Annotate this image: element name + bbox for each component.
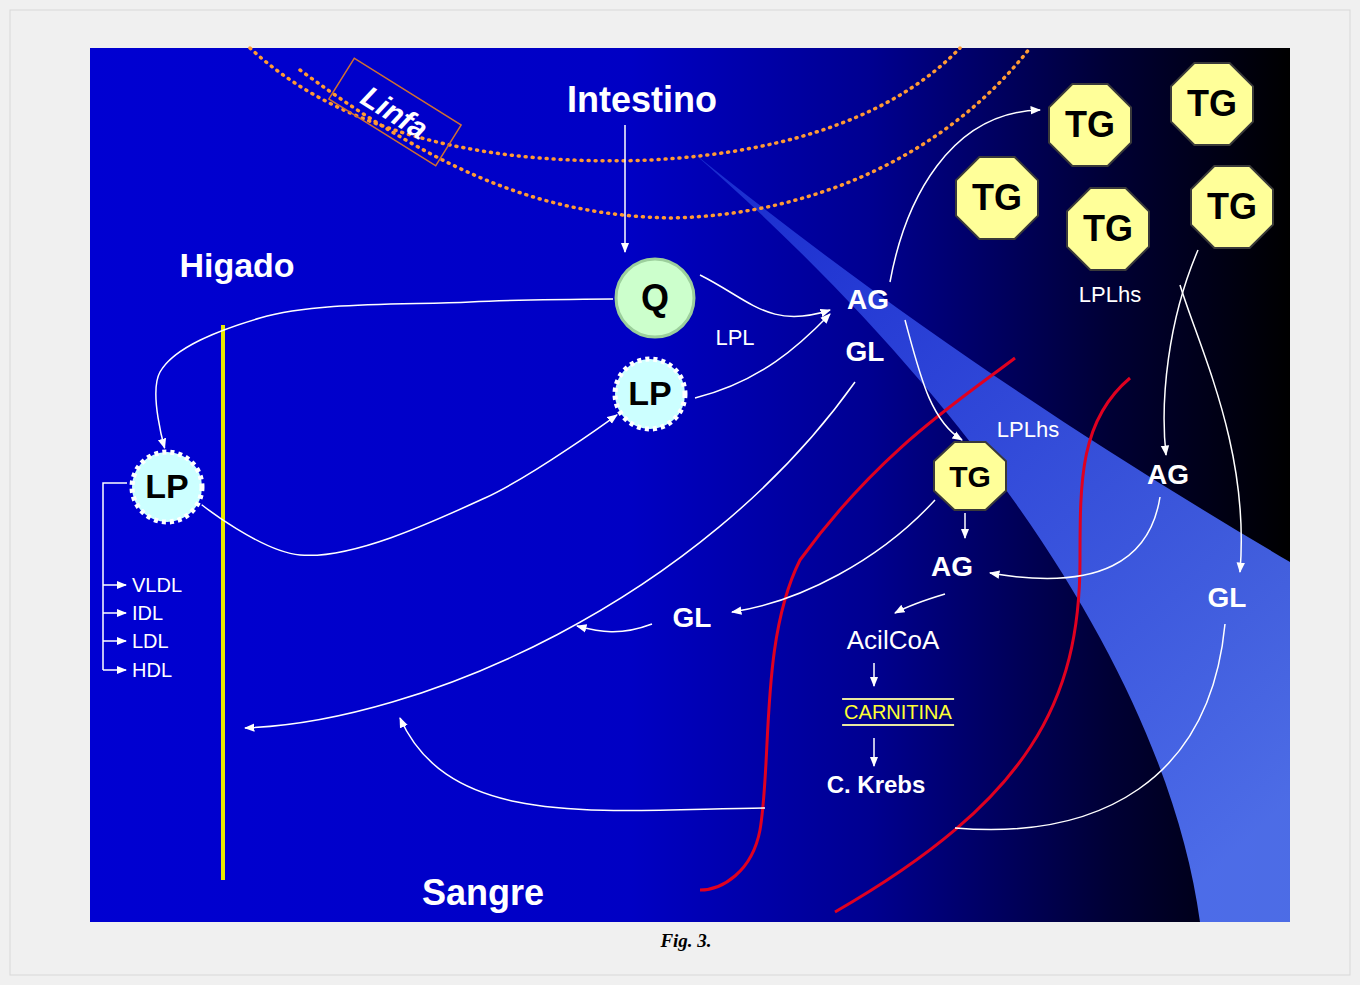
octagon-shape <box>1171 63 1253 145</box>
flow-arrow <box>990 497 1160 578</box>
node-text: Q <box>641 278 669 318</box>
octagon-shape <box>1049 84 1131 166</box>
diagram-label: AG <box>1147 460 1189 491</box>
diagram-label: Higado <box>179 247 294 284</box>
diagram-label: GL <box>846 337 885 368</box>
cell-membrane <box>835 378 1130 912</box>
flow-arrow <box>732 500 935 612</box>
diagram-label: IDL <box>132 602 163 624</box>
bracket-tick <box>103 669 126 671</box>
triglyceride-octagon: TG <box>1066 187 1150 271</box>
circle-shape <box>616 259 694 337</box>
lipoprotein-bracket <box>103 483 127 670</box>
bracket-tick <box>103 640 126 642</box>
flow-arrow <box>1180 285 1241 572</box>
diagram-label: VLDL <box>132 574 182 596</box>
diagram-label: C. Krebs <box>827 772 926 798</box>
blood-line <box>221 325 225 880</box>
diagram-label: GL <box>1208 583 1247 614</box>
node-text: LP <box>145 468 188 505</box>
tag-outline <box>329 58 461 165</box>
lipoprotein-circle: LP <box>612 356 688 432</box>
node-text: LP <box>628 375 671 412</box>
flow-arrows <box>103 110 1241 829</box>
tissue-band <box>690 150 1290 922</box>
diagram-label: LPLhs <box>1079 283 1141 307</box>
node-text: TG <box>1187 84 1237 124</box>
triglyceride-octagon: TG <box>1190 165 1274 249</box>
flow-arrow <box>905 320 962 440</box>
flow-arrow <box>245 382 855 728</box>
flow-arrow <box>873 663 875 686</box>
figure-caption: Fig. 3. <box>660 931 711 952</box>
flow-connector <box>202 415 617 556</box>
flow-arrow <box>873 738 875 766</box>
diagram-label: Intestino <box>567 80 717 120</box>
triglyceride-octagon: TG <box>1170 62 1254 146</box>
diagram-label: LPLhs <box>997 418 1059 442</box>
circle-shape <box>615 359 685 429</box>
octagon-shape <box>1191 166 1273 248</box>
circle-shape <box>132 452 202 522</box>
octagon-shape <box>956 157 1038 239</box>
flow-arrow <box>400 718 765 811</box>
bracket-tick <box>103 584 126 586</box>
triglyceride-octagon: TG <box>955 156 1039 240</box>
flow-arrow <box>700 275 830 317</box>
node-text: TG <box>1065 105 1115 145</box>
diagram-label: LPL <box>715 326 754 350</box>
diagram-label: HDL <box>132 659 172 681</box>
node-text: TG <box>949 460 991 493</box>
flow-arrow <box>1164 250 1198 455</box>
flow-arrow <box>695 314 830 398</box>
bracket-tick <box>103 612 126 614</box>
diagram-label: AG <box>931 552 973 583</box>
diagram-label: Sangre <box>422 873 544 913</box>
diagram-label: AG <box>847 285 889 316</box>
flow-arrow <box>964 513 966 538</box>
cell-membrane <box>700 358 1015 890</box>
triglyceride-octagon: TG <box>1048 83 1132 167</box>
flow-arrow <box>577 624 652 632</box>
flow-arrow <box>624 125 626 252</box>
flow-connector <box>156 299 613 448</box>
flow-line <box>955 624 1225 829</box>
diagram-label: LDL <box>132 630 169 652</box>
node-text: TG <box>1083 209 1133 249</box>
flow-arrow <box>890 110 1040 282</box>
octagon-shape <box>934 442 1006 510</box>
blue-panel <box>90 48 1290 922</box>
node-text: TG <box>972 178 1022 218</box>
triglyceride-octagon: TG <box>933 441 1007 511</box>
highlight-term: CARNITINA <box>842 698 954 726</box>
flow-arrow <box>895 594 945 613</box>
diagram-label: GL <box>673 603 712 634</box>
octagon-shape <box>1067 188 1149 270</box>
diagram-label: AcilCoA <box>847 626 939 655</box>
outer-frame <box>10 10 1350 975</box>
lipoprotein-circle: LP <box>129 449 205 525</box>
node-text: TG <box>1207 187 1257 227</box>
lymph-vessel-dots <box>250 48 960 161</box>
chylomicron-circle: Q <box>614 257 696 339</box>
